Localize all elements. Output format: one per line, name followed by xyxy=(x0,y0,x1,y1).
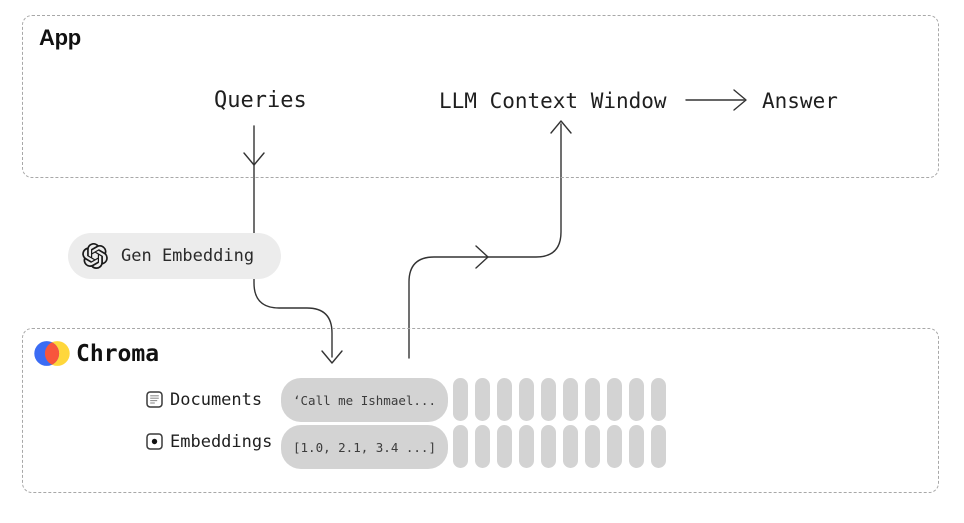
vector-pill-bottom xyxy=(497,425,512,468)
vector-pill-bottom xyxy=(453,425,468,468)
vector-column xyxy=(475,378,490,468)
answer-label: Answer xyxy=(762,89,838,113)
gen-embedding-pill: Gen Embedding xyxy=(68,233,281,279)
vector-pill-top xyxy=(563,378,578,421)
chroma-box-label: Chroma xyxy=(76,340,160,367)
app-box-label: App xyxy=(39,25,81,50)
embeddings-label: Embeddings xyxy=(170,432,273,452)
vector-column xyxy=(497,378,512,468)
openai-logo-icon xyxy=(82,243,108,269)
vector-pills xyxy=(453,378,666,468)
app-box: App Queries LLM Context Window Answer xyxy=(22,15,939,178)
vector-pill-top xyxy=(519,378,534,421)
chroma-logo-icon xyxy=(34,341,70,366)
retrieval-mid-chevron-right xyxy=(475,245,489,269)
vector-pill-top xyxy=(497,378,512,421)
vector-pill-top xyxy=(475,378,490,421)
document-icon xyxy=(146,391,163,408)
vector-pill-bottom xyxy=(563,425,578,468)
gen-embedding-label: Gen Embedding xyxy=(121,246,255,266)
vector-pill-bottom xyxy=(607,425,622,468)
vector-pill-top xyxy=(453,378,468,421)
vector-pill-bottom xyxy=(541,425,556,468)
vector-pill-top xyxy=(651,378,666,421)
queries-label: Queries xyxy=(214,88,307,113)
vector-pill-bottom xyxy=(475,425,490,468)
vector-column xyxy=(519,378,534,468)
chroma-box: Chroma Documents Embeddings ‘Call me Ish… xyxy=(22,328,939,493)
vector-pill-bottom xyxy=(629,425,644,468)
embedding-dot-icon xyxy=(146,433,163,450)
vector-column xyxy=(563,378,578,468)
embedding-sample-pill: [1.0, 2.1, 3.4 ...] xyxy=(281,425,448,469)
vector-column xyxy=(541,378,556,468)
vector-column xyxy=(585,378,600,468)
vector-column xyxy=(629,378,644,468)
documents-label: Documents xyxy=(170,390,263,410)
vector-pill-top xyxy=(629,378,644,421)
document-sample-pill: ‘Call me Ishmael... xyxy=(281,378,448,422)
vector-pill-bottom xyxy=(519,425,534,468)
vector-column xyxy=(607,378,622,468)
vector-pill-top xyxy=(607,378,622,421)
llm-context-window-label: LLM Context Window xyxy=(439,89,667,113)
chroma-header: Chroma xyxy=(34,338,159,369)
vector-pill-top xyxy=(541,378,556,421)
vector-pill-bottom xyxy=(651,425,666,468)
vector-column xyxy=(651,378,666,468)
vector-pill-top xyxy=(585,378,600,421)
embedding-sample-text: [1.0, 2.1, 3.4 ...] xyxy=(293,439,436,455)
vector-pill-bottom xyxy=(585,425,600,468)
document-sample-text: ‘Call me Ishmael... xyxy=(293,392,436,408)
vector-column xyxy=(453,378,468,468)
